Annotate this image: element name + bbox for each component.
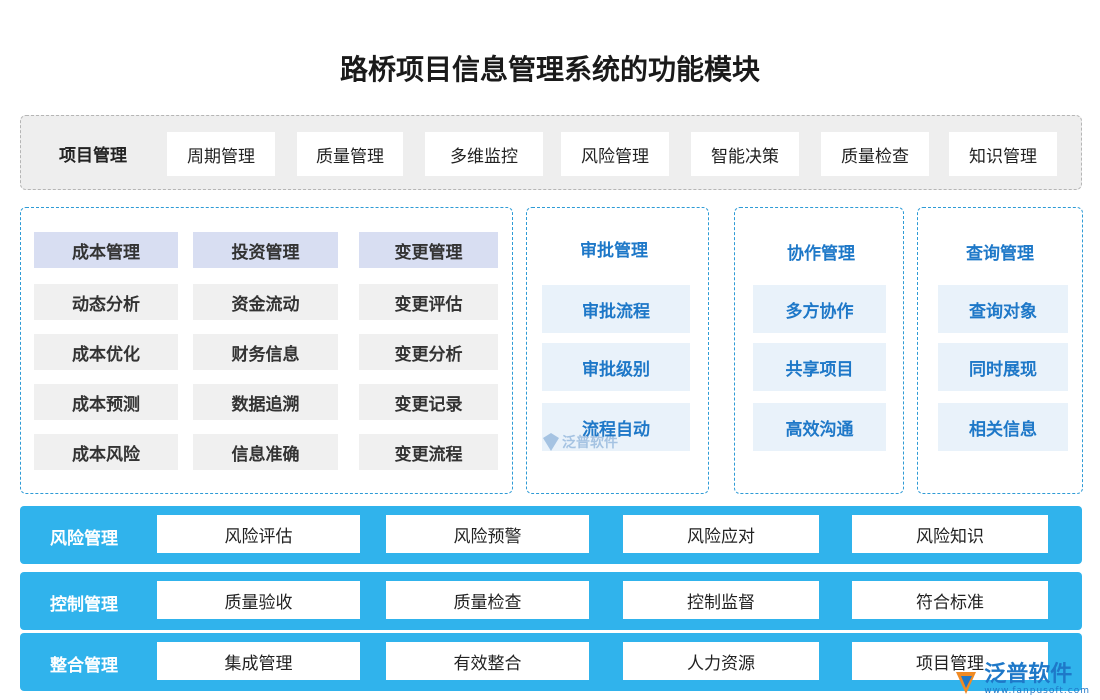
query-panel: 查询管理 查询对象 同时展现 相关信息 [917, 207, 1083, 494]
bar-item: 符合标准 [852, 581, 1048, 619]
bar-item: 质量检查 [386, 581, 589, 619]
collaboration-panel: 协作管理 多方协作 共享项目 高效沟通 [734, 207, 904, 494]
top-chip: 风险管理 [561, 132, 669, 176]
brand-url: www.fanpusoft.com [984, 686, 1090, 696]
bar-item: 项目管理 [852, 642, 1048, 680]
page-title: 路桥项目信息管理系统的功能模块 [339, 53, 760, 86]
panel-item: 审批级别 [542, 343, 690, 391]
column-item: 成本预测 [34, 384, 178, 420]
top-chip: 智能决策 [691, 132, 799, 176]
column-item: 变更分析 [359, 334, 498, 370]
bar-item: 风险预警 [386, 515, 589, 553]
column-item: 数据追溯 [193, 384, 338, 420]
top-module-row: 项目管理 周期管理 质量管理 多维监控 风险管理 智能决策 质量检查 知识管理 [20, 115, 1082, 190]
panel-item: 同时展现 [938, 343, 1068, 391]
column-head: 变更管理 [359, 232, 498, 268]
panel-item: 高效沟通 [753, 403, 886, 451]
bar-label: 整合管理 [50, 656, 118, 676]
brand-logo: 泛普软件 www.fanpusoft.com [952, 664, 1090, 696]
watermark-logo-icon [543, 433, 559, 451]
panel-item: 多方协作 [753, 285, 886, 333]
top-chip: 多维监控 [425, 132, 543, 176]
column-item: 财务信息 [193, 334, 338, 370]
left-panel: 成本管理 动态分析 成本优化 成本预测 成本风险 投资管理 资金流动 财务信息 … [20, 207, 513, 494]
bar-item: 风险评估 [157, 515, 360, 553]
panel-item: 审批流程 [542, 285, 690, 333]
panel-item: 共享项目 [753, 343, 886, 391]
column-item: 资金流动 [193, 284, 338, 320]
bar-label: 风险管理 [50, 529, 118, 549]
panel-title: 审批管理 [580, 241, 648, 261]
bar-item: 人力资源 [623, 642, 819, 680]
bar-item: 风险应对 [623, 515, 819, 553]
brand-name: 泛普软件 [984, 662, 1073, 687]
top-chip: 质量管理 [297, 132, 403, 176]
integration-bar: 整合管理 集成管理 有效整合 人力资源 项目管理 [20, 633, 1082, 691]
bar-label: 控制管理 [50, 595, 118, 615]
column-head: 投资管理 [193, 232, 338, 268]
brand-logo-icon [956, 672, 977, 694]
panel-item: 查询对象 [938, 285, 1068, 333]
watermark-text: 泛普软件 [562, 435, 618, 451]
top-chip: 知识管理 [949, 132, 1057, 176]
column-item: 变更流程 [359, 434, 498, 470]
bar-item: 控制监督 [623, 581, 819, 619]
column-item: 信息准确 [193, 434, 338, 470]
top-row-head: 项目管理 [59, 146, 127, 166]
control-bar: 控制管理 质量验收 质量检查 控制监督 符合标准 [20, 572, 1082, 630]
panel-item: 相关信息 [938, 403, 1068, 451]
bar-item: 集成管理 [157, 642, 360, 680]
bar-item: 质量验收 [157, 581, 360, 619]
panel-item: 流程自动 [542, 403, 690, 451]
column-head: 成本管理 [34, 232, 178, 268]
panel-title: 查询管理 [966, 244, 1034, 264]
column-item: 动态分析 [34, 284, 178, 320]
panel-title: 协作管理 [787, 244, 855, 264]
risk-bar: 风险管理 风险评估 风险预警 风险应对 风险知识 [20, 506, 1082, 564]
watermark: 泛普软件 [543, 432, 618, 452]
column-item: 变更记录 [359, 384, 498, 420]
approval-panel: 审批管理 审批流程 审批级别 流程自动 [526, 207, 709, 494]
column-item: 变更评估 [359, 284, 498, 320]
column-item: 成本优化 [34, 334, 178, 370]
top-chip: 质量检查 [821, 132, 929, 176]
column-item: 成本风险 [34, 434, 178, 470]
top-chip: 周期管理 [167, 132, 275, 176]
bar-item: 有效整合 [386, 642, 589, 680]
bar-item: 风险知识 [852, 515, 1048, 553]
